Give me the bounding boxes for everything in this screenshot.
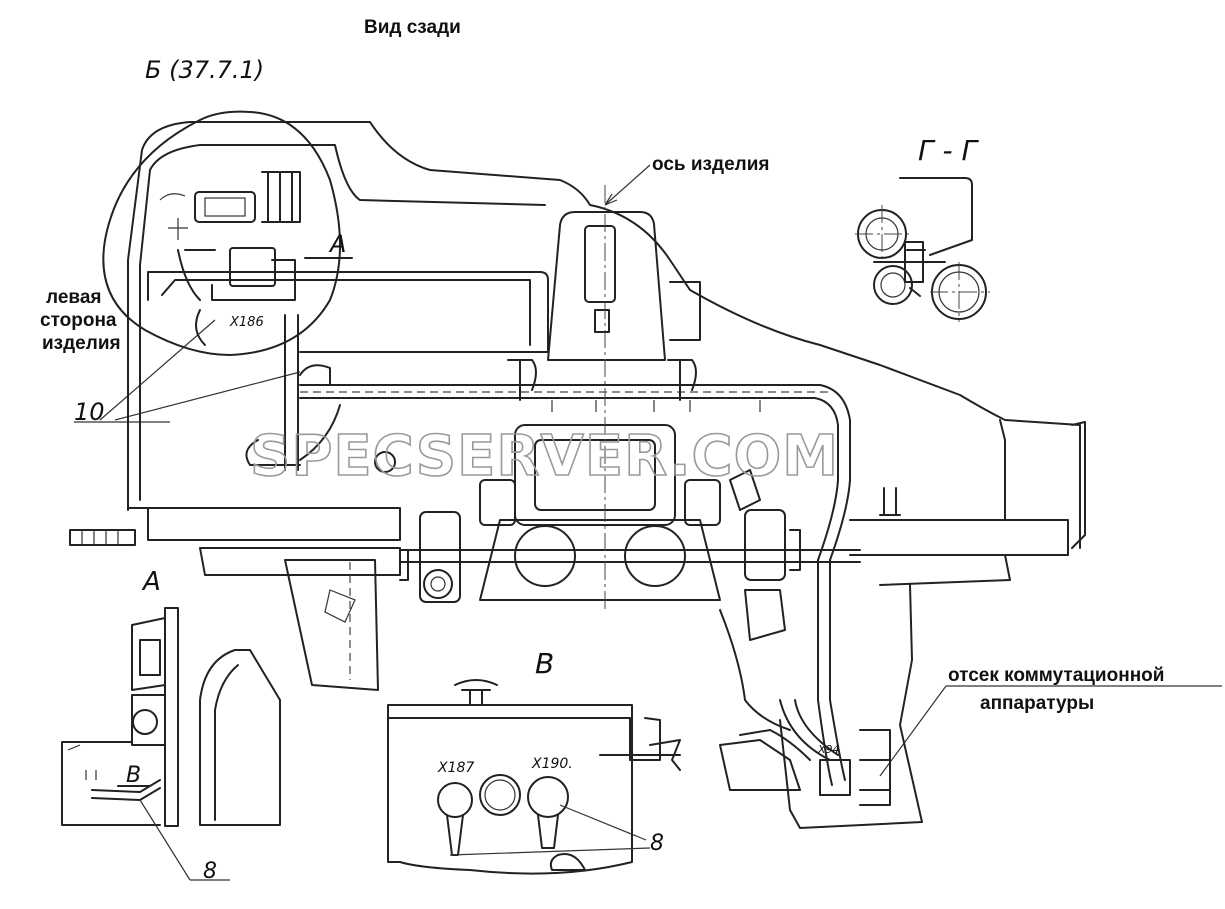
vehicle-body-outline xyxy=(69,121,1086,829)
view-b-reference: Б (37.7.1) xyxy=(145,56,264,84)
left-side-line-1: левая xyxy=(46,287,101,308)
connector-x94-label: X94 xyxy=(817,743,840,756)
connector-x187-label: X187 xyxy=(437,760,474,776)
wiring-harness xyxy=(245,314,851,786)
callout-8-right-leader xyxy=(559,804,647,841)
view-v-small-marker: В xyxy=(126,763,141,788)
left-side-line-2: сторона xyxy=(40,310,117,331)
compartment-line-1: отсек коммутационной xyxy=(948,665,1164,686)
detail-b-circle: X186 xyxy=(102,110,341,356)
detail-a-view xyxy=(61,607,281,827)
view-a-marker: А xyxy=(328,230,346,258)
left-side-line-3: изделия xyxy=(42,333,121,354)
watermark: SPECSERVER.COM xyxy=(250,424,839,489)
callout-8-left-leader xyxy=(139,799,230,881)
compartment-line-2: аппаратуры xyxy=(980,693,1094,714)
view-a-title: А xyxy=(141,567,161,597)
connector-x190-label: X190. xyxy=(531,756,573,772)
callout-8-left: 8 xyxy=(203,859,217,884)
section-g-detail xyxy=(855,177,990,322)
drawing-title: Вид сзади xyxy=(364,17,461,38)
compartment-label: отсек коммутационной аппаратуры xyxy=(948,665,1164,714)
axle-assembly xyxy=(324,424,861,731)
axis-leader-arrow xyxy=(604,164,651,206)
callout-8-right: 8 xyxy=(650,831,664,856)
axis-label: ось изделия xyxy=(652,154,769,175)
detail-v-view: X187 X190. xyxy=(387,679,681,875)
switchgear-compartment: X94 xyxy=(719,487,901,796)
connector-x186-label: X186 xyxy=(229,315,264,330)
callout-10: 10 xyxy=(74,398,105,426)
view-v-title: В xyxy=(535,647,554,680)
callout-10-leaders xyxy=(74,319,301,423)
section-g-label: Г - Г xyxy=(918,134,980,167)
left-side-label: левая сторона изделия xyxy=(40,287,121,354)
